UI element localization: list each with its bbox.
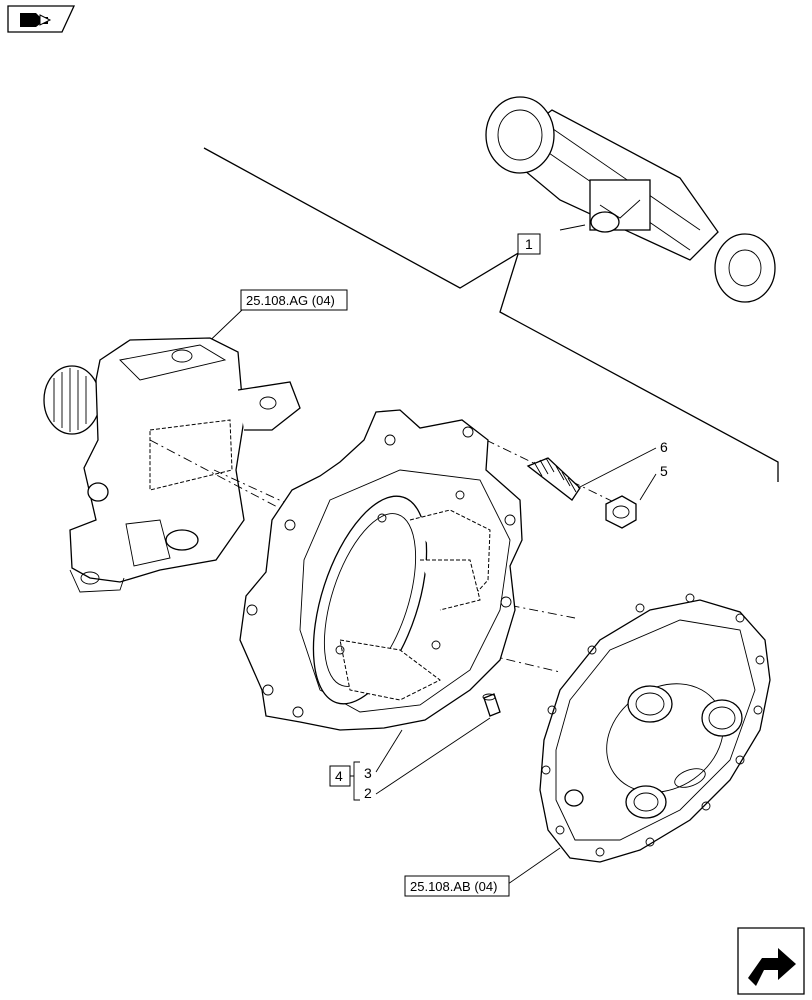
axle-assembly — [485, 96, 776, 303]
planetary-cover — [539, 593, 771, 863]
hex-nut — [605, 495, 637, 529]
steering-knuckle — [43, 337, 301, 593]
assembly-leader-lines — [203, 147, 779, 482]
book-arrow-icon[interactable] — [7, 5, 76, 33]
callout-group-4: 4 3 2 — [329, 717, 491, 801]
stud-bolt — [526, 457, 581, 501]
callout-3-number: 3 — [364, 765, 372, 781]
callout-2-number: 2 — [364, 785, 372, 801]
reference-label-ab[interactable]: 25.108.AB (04) — [404, 847, 561, 897]
callout-5-number: 5 — [660, 463, 668, 479]
callout-1: 1 — [517, 233, 541, 255]
callout-6-number: 6 — [660, 439, 668, 455]
next-page-arrow-icon[interactable] — [737, 927, 805, 995]
callout-1-number: 1 — [525, 236, 533, 252]
reference-ag-text[interactable]: 25.108.AG (04) — [246, 293, 335, 308]
callout-leaders-5-6 — [577, 447, 657, 501]
hub-housing — [239, 409, 523, 731]
reference-ab-text[interactable]: 25.108.AB (04) — [410, 879, 497, 894]
dowel-pin — [482, 693, 501, 717]
callout-4-number: 4 — [335, 768, 343, 784]
